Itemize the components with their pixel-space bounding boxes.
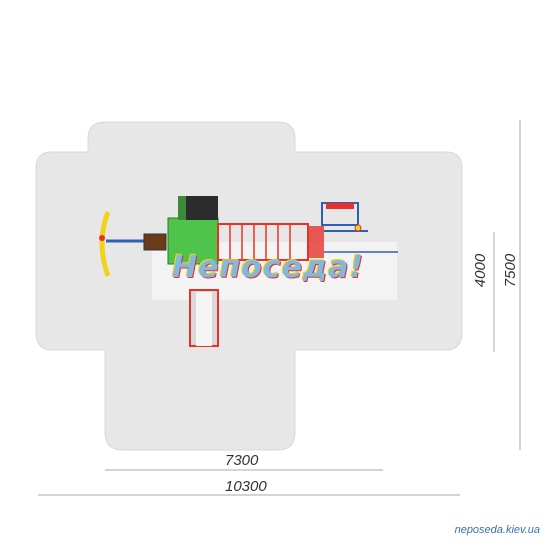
watermark-url: neposeda.kiev.ua [454,524,540,536]
slide-bed [196,292,212,346]
right-frame-red [326,203,354,209]
bridge-rungs [229,224,291,260]
tower-roof [184,196,218,220]
dim-inner-depth: 4000 [472,253,490,288]
tower-roof-accent [178,196,186,220]
swing-connector [99,235,105,241]
right-frame-knob [354,224,362,232]
brand-logo-text: Непоседа! [172,250,365,285]
bridge-end-red [308,226,324,258]
green-tower [167,217,219,265]
dim-outer-depth: 7500 [502,253,520,288]
dimension-lines [38,120,521,496]
dim-inner-width: 7300 [225,452,259,469]
step-block [143,233,167,251]
dim-outer-width: 10300 [225,478,267,495]
swing-seat-yellow [99,211,111,277]
